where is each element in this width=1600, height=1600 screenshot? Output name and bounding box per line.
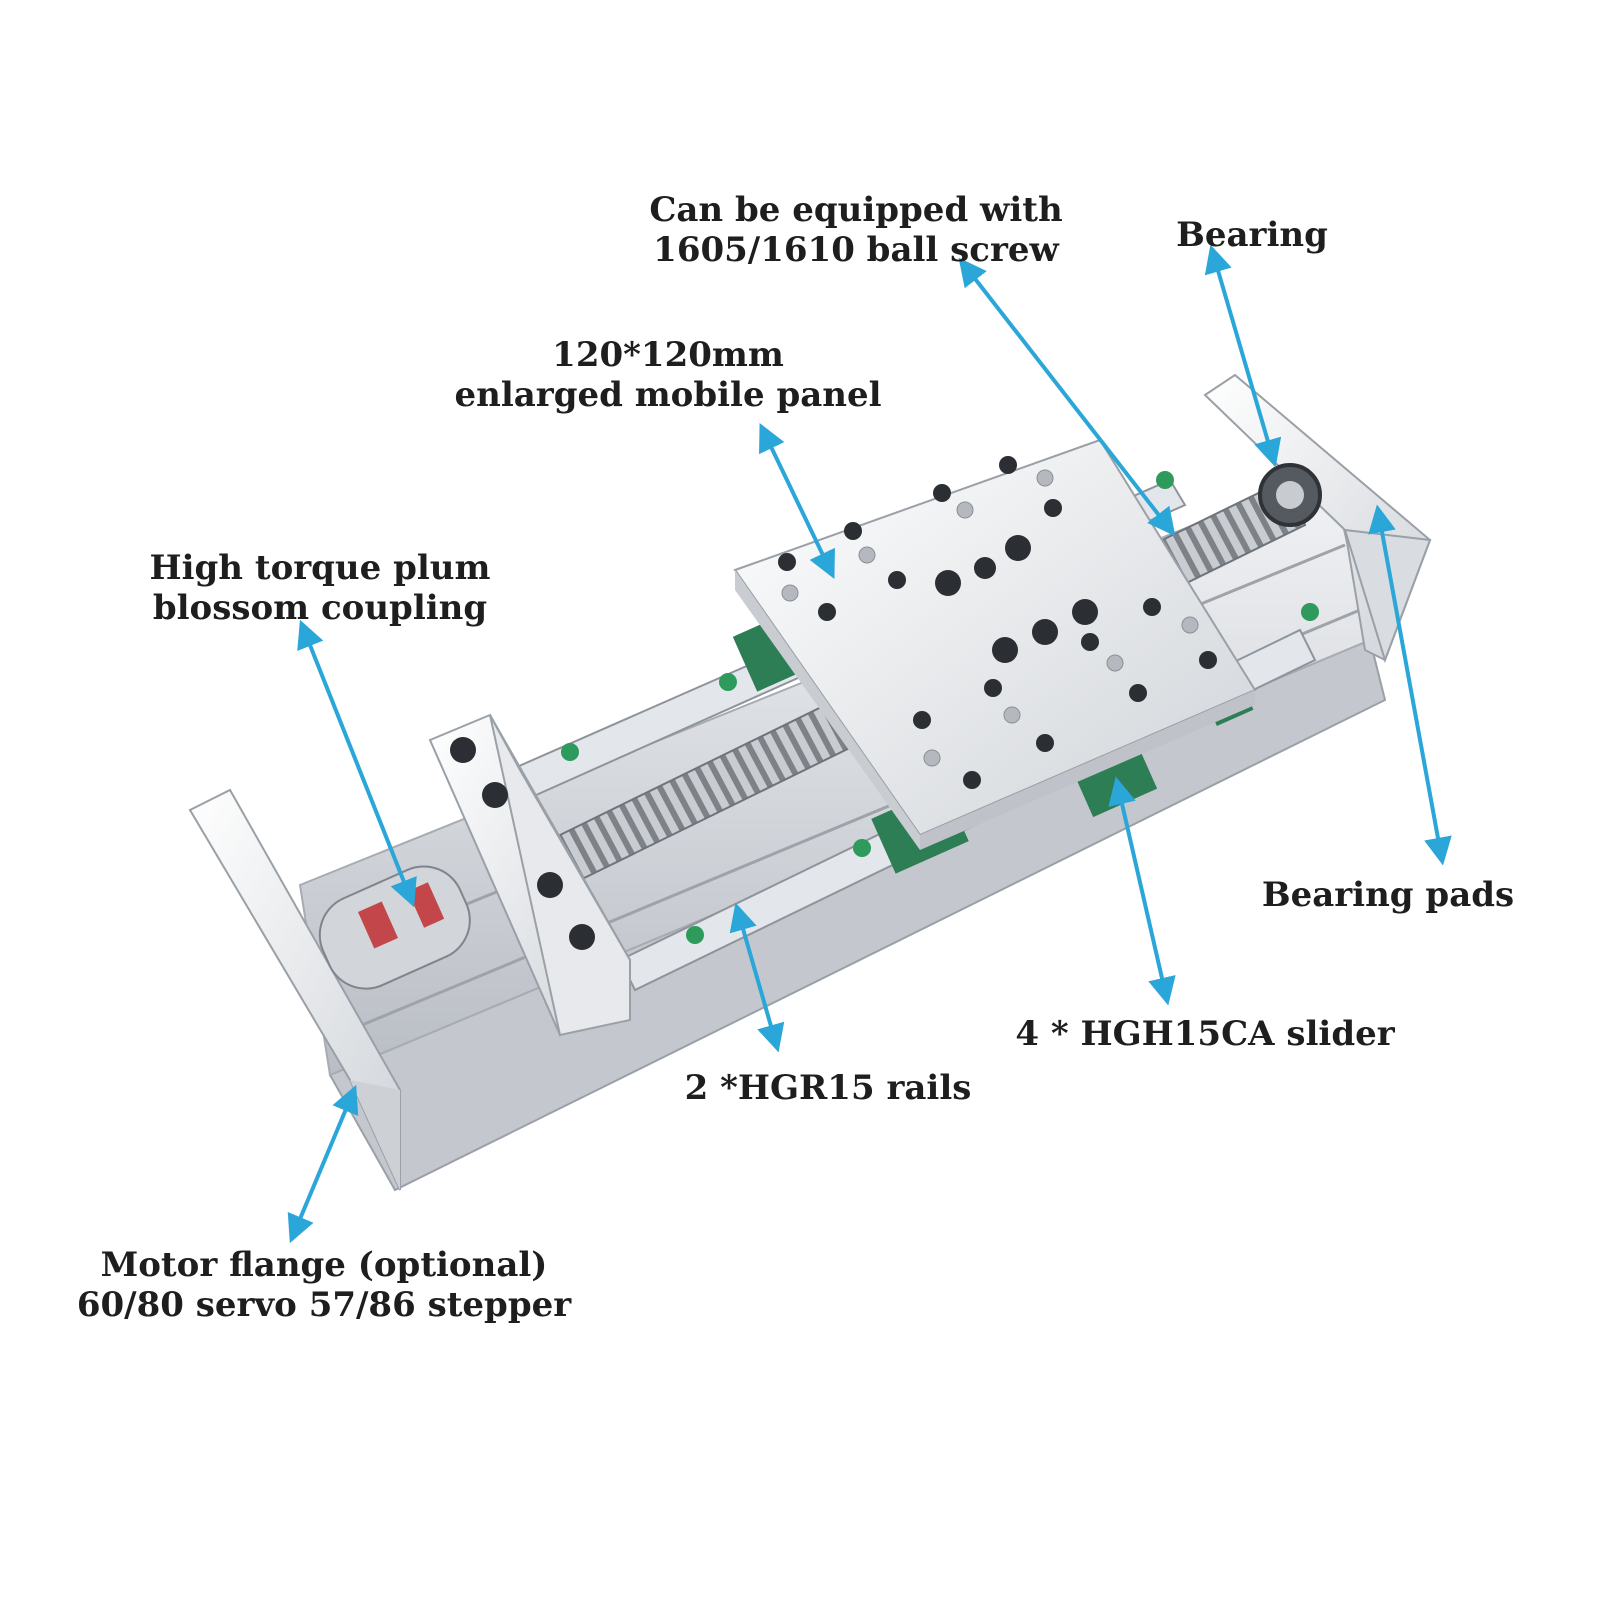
callout-mobile-panel-line2: enlarged mobile panel [454,375,882,415]
arrow-bearing-pads [1368,504,1452,866]
callout-rails: 2 *HGR15 rails [685,1068,972,1108]
arrow-motor-flange [287,1084,359,1244]
callout-rails-line1: 2 *HGR15 rails [684,1068,972,1108]
callout-mobile-panel-line1: 120*120mm [552,335,784,375]
callout-bearing-line1: Bearing [1176,215,1328,255]
arrow-bearing [1204,244,1282,468]
callout-motor-flange-line1: Motor flange (optional) [100,1245,548,1285]
callout-slider: 4 * HGH15CA slider [1015,1014,1394,1054]
callout-ball-screw: Can be equipped with 1605/1610 ball scre… [649,190,1062,270]
motor-flange-plate [188,788,401,1191]
callout-bearing-pads: Bearing pads [1262,875,1514,915]
arrow-slider [1108,776,1176,1006]
mobile-panel [733,438,1257,850]
callout-coupling: High torque plum blossom coupling [149,548,490,628]
callout-ball-screw-line1: Can be equipped with [649,190,1063,230]
callout-mobile-panel: 120*120mm enlarged mobile panel [454,335,881,415]
callout-motor-flange: Motor flange (optional) 60/80 servo 57/8… [77,1245,571,1325]
callout-bearing: Bearing [1176,215,1328,255]
callout-bearing-pads-line1: Bearing pads [1261,875,1515,915]
motor-bearing-block [428,713,632,1037]
callout-ball-screw-line2: 1605/1610 ball screw [653,230,1059,270]
callout-coupling-line1: High torque plum [149,548,491,588]
callout-motor-flange-line2: 60/80 servo 57/86 stepper [76,1285,572,1325]
arrow-mobile-panel [759,422,835,580]
callout-arrows [287,244,1452,1244]
callout-slider-line1: 4 * HGH15CA slider [1015,1014,1395,1054]
arrow-ball-screw [958,257,1176,537]
callout-coupling-line2: blossom coupling [152,588,488,628]
arrow-coupling [297,619,417,908]
arrow-rails [729,902,785,1053]
